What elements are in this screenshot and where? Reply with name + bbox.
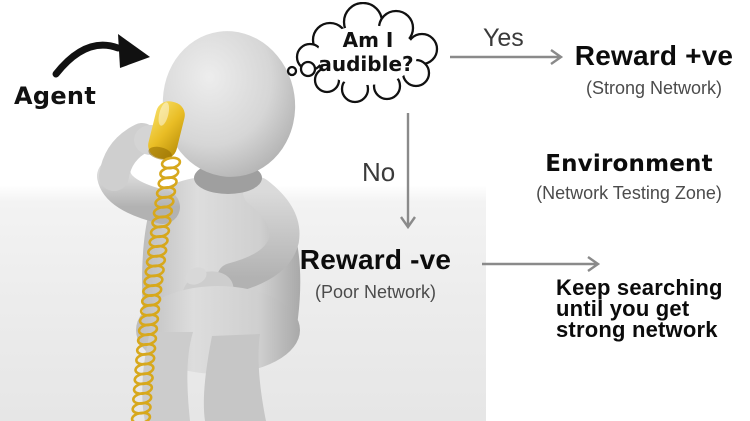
figure-right-leg (203, 334, 266, 421)
telephone-handset (148, 101, 185, 160)
reward-negative-node: Reward -ve (Poor Network) (293, 244, 458, 303)
keep-searching-line2: until you get (556, 296, 690, 321)
reward-positive-title: Reward +ve (574, 40, 734, 71)
keep-searching-line3: strong network (556, 317, 718, 342)
telephone-cord (130, 156, 182, 421)
keep-searching-line1: Keep searching (556, 275, 723, 300)
yes-label: Yes (483, 24, 524, 52)
environment-title: Environment (545, 151, 713, 177)
figure-head (162, 31, 296, 177)
keep-searching-node: Keep searching until you get strong netw… (556, 275, 731, 342)
reward-positive-node: Reward +ve (Strong Network) (568, 40, 740, 99)
reward-negative-subtitle: (Poor Network) (314, 282, 437, 302)
photo-background (0, 0, 486, 421)
figure-left-leg (142, 332, 193, 421)
environment-node: Environment (Network Testing Zone) (518, 151, 740, 204)
figure-thumb (185, 267, 207, 285)
figure-right-arm (217, 177, 300, 293)
search-arrow-icon (482, 256, 601, 272)
agent-label: Agent (14, 82, 97, 110)
person-on-phone-illustration (97, 31, 301, 421)
reward-positive-subtitle: (Strong Network) (585, 78, 723, 98)
reward-negative-title: Reward -ve (299, 244, 452, 275)
no-label: No (362, 157, 396, 187)
environment-subtitle: (Network Testing Zone) (536, 183, 722, 203)
